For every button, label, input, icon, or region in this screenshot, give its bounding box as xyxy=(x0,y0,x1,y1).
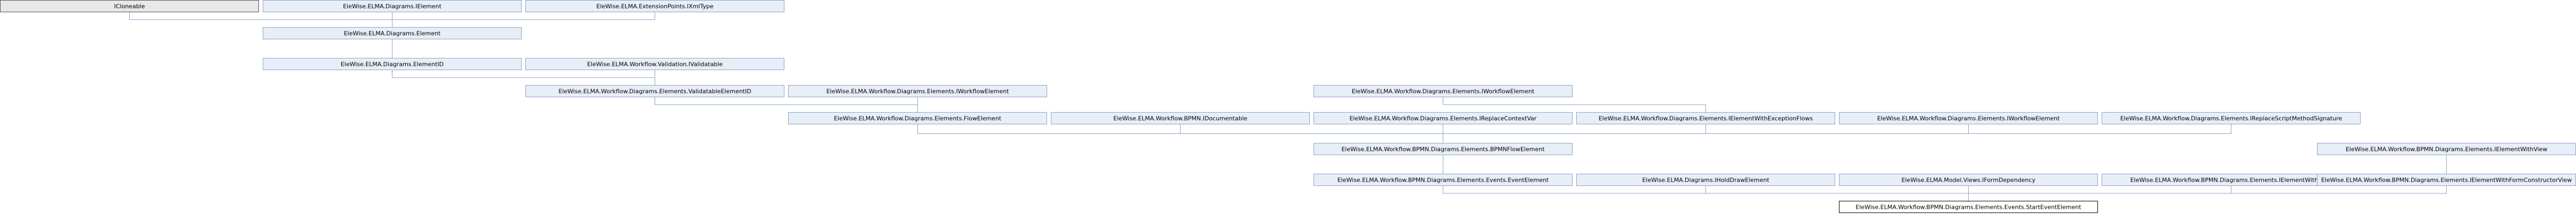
class-node-box xyxy=(525,85,784,97)
class-node-box xyxy=(263,0,522,12)
class-node-starteventelement[interactable]: EleWise.ELMA.Workflow.BPMN.Diagrams.Elem… xyxy=(1839,201,2098,213)
class-node-ielementwithexceptionflows[interactable]: EleWise.ELMA.Workflow.Diagrams.Elements.… xyxy=(1576,112,1835,124)
inheritance-edge xyxy=(1968,185,2447,201)
class-node-box xyxy=(525,0,784,12)
class-node-box xyxy=(1576,174,1835,186)
class-node-element[interactable]: EleWise.ELMA.Diagrams.Element xyxy=(263,27,522,39)
class-node-label: EleWise.ELMA.Workflow.BPMN.Diagrams.Elem… xyxy=(2346,146,2547,153)
class-node-ireplacecontextvar[interactable]: EleWise.ELMA.Workflow.Diagrams.Elements.… xyxy=(1314,112,1573,124)
class-node-label: EleWise.ELMA.Workflow.Diagrams.Elements.… xyxy=(1599,115,1813,122)
class-node-label: EleWise.ELMA.Diagrams.IHoldDrawElement xyxy=(1642,177,1770,184)
class-node-flowelement[interactable]: EleWise.ELMA.Workflow.Diagrams.Elements.… xyxy=(788,112,1047,124)
class-node-box xyxy=(2102,112,2361,124)
class-node-box xyxy=(1051,112,1310,124)
class-node-ireplacescriptmethodsignature[interactable]: EleWise.ELMA.Workflow.Diagrams.Elements.… xyxy=(2102,112,2361,124)
class-node-ivalidatable[interactable]: EleWise.ELMA.Workflow.Validation.IValida… xyxy=(525,58,784,70)
inheritance-edge xyxy=(1180,124,1443,143)
class-node-idocumentable[interactable]: EleWise.ELMA.Workflow.BPMN.IDocumentable xyxy=(1051,112,1310,124)
class-node-label: EleWise.ELMA.Workflow.BPMN.Diagrams.Elem… xyxy=(2321,177,2572,184)
inheritance-edge xyxy=(129,12,392,28)
class-node-label: EleWise.ELMA.Workflow.BPMN.Diagrams.Elem… xyxy=(1337,177,1549,184)
class-node-label: EleWise.ELMA.Diagrams.Element xyxy=(344,30,441,37)
class-node-iclonable[interactable]: ICloneable xyxy=(0,0,259,12)
class-node-box xyxy=(263,27,522,39)
class-node-label: EleWise.ELMA.Workflow.Diagrams.Elements.… xyxy=(826,88,1009,95)
class-node-box xyxy=(1314,143,1573,155)
class-node-eventelement[interactable]: EleWise.ELMA.Workflow.BPMN.Diagrams.Elem… xyxy=(1314,174,1573,186)
class-node-box xyxy=(1839,174,2098,186)
class-node-label: EleWise.ELMA.Workflow.Diagrams.Elements.… xyxy=(1350,115,1537,122)
class-node-box xyxy=(788,112,1047,124)
class-node-label: EleWise.ELMA.Workflow.Diagrams.Elements.… xyxy=(2120,115,2342,122)
class-node-iformdependency[interactable]: EleWise.ELMA.Model.Views.IFormDependency xyxy=(1839,174,2098,186)
class-node-box xyxy=(788,85,1047,97)
class-node-iholdrawelement[interactable]: EleWise.ELMA.Diagrams.IHoldDrawElement xyxy=(1576,174,1835,186)
inheritance-edge xyxy=(1705,185,1969,201)
class-node-label: EleWise.ELMA.ExtensionPoints.IXmlType xyxy=(596,3,713,10)
class-node-box xyxy=(263,58,522,70)
class-node-label: EleWise.ELMA.Workflow.Diagrams.Elements.… xyxy=(834,115,1001,122)
class-node-label: EleWise.ELMA.Workflow.BPMN.Diagrams.Elem… xyxy=(2130,177,2332,184)
class-node-label: ICloneable xyxy=(114,3,145,10)
class-node-box xyxy=(1314,85,1573,97)
class-node-label: EleWise.ELMA.Workflow.Diagrams.Elements.… xyxy=(1352,88,1535,95)
class-node-iworkflowelement2[interactable]: EleWise.ELMA.Workflow.Diagrams.Elements.… xyxy=(1314,85,1573,97)
class-node-label: EleWise.ELMA.Diagrams.IElement xyxy=(343,3,442,10)
class-node-ielementwithview2[interactable]: EleWise.ELMA.Workflow.BPMN.Diagrams.Elem… xyxy=(2102,174,2361,186)
class-node-label: EleWise.ELMA.Diagrams.ElementID xyxy=(341,61,444,68)
class-node-elementid[interactable]: EleWise.ELMA.Diagrams.ElementID xyxy=(263,58,522,70)
class-node-label: EleWise.ELMA.Workflow.Diagrams.Elements.… xyxy=(558,88,751,95)
class-node-bpmnflowelement[interactable]: EleWise.ELMA.Workflow.BPMN.Diagrams.Elem… xyxy=(1314,143,1573,155)
class-node-label: EleWise.ELMA.Workflow.BPMN.Diagrams.Elem… xyxy=(1341,146,1545,153)
class-node-label: EleWise.ELMA.Workflow.BPMN.Diagrams.Elem… xyxy=(1855,204,2081,211)
class-node-box xyxy=(1314,112,1573,124)
class-node-ielementwithformconstructorview[interactable]: EleWise.ELMA.Workflow.BPMN.Diagrams.Elem… xyxy=(2317,174,2576,186)
class-node-iworkflowelement1[interactable]: EleWise.ELMA.Workflow.Diagrams.Elements.… xyxy=(788,85,1047,97)
inheritance-edge xyxy=(392,70,655,86)
class-node-box xyxy=(0,0,259,12)
class-node-box xyxy=(525,58,784,70)
class-node-box xyxy=(1576,112,1835,124)
class-node-ielementwithview1[interactable]: EleWise.ELMA.Workflow.BPMN.Diagrams.Elem… xyxy=(2317,143,2576,155)
class-node-validatableelementid[interactable]: EleWise.ELMA.Workflow.Diagrams.Elements.… xyxy=(525,85,784,97)
class-node-ielement[interactable]: EleWise.ELMA.Diagrams.IElement xyxy=(263,0,522,12)
class-node-box xyxy=(1314,174,1573,186)
class-node-iextpoint[interactable]: EleWise.ELMA.ExtensionPoints.IXmlType xyxy=(525,0,784,12)
class-node-box xyxy=(1839,112,2098,124)
class-node-iworkflowelement3[interactable]: EleWise.ELMA.Workflow.Diagrams.Elements.… xyxy=(1839,112,2098,124)
inheritance-edges xyxy=(129,12,2447,201)
inheritance-edge xyxy=(392,12,655,28)
class-nodes: ICloneable EleWise.ELMA.Diagrams.IElement… xyxy=(0,0,2576,213)
inheritance-edge xyxy=(655,97,918,113)
class-node-box xyxy=(1839,201,2098,213)
class-node-label: EleWise.ELMA.Model.Views.IFormDependency xyxy=(1902,177,2036,184)
inheritance-edge xyxy=(1443,124,2231,143)
class-node-label: EleWise.ELMA.Workflow.BPMN.IDocumentable xyxy=(1113,115,1247,122)
class-node-label: EleWise.ELMA.Workflow.Validation.IValida… xyxy=(587,61,723,68)
class-node-label: EleWise.ELMA.Workflow.Diagrams.Elements.… xyxy=(1877,115,2060,122)
inheritance-edge xyxy=(1443,97,1706,113)
